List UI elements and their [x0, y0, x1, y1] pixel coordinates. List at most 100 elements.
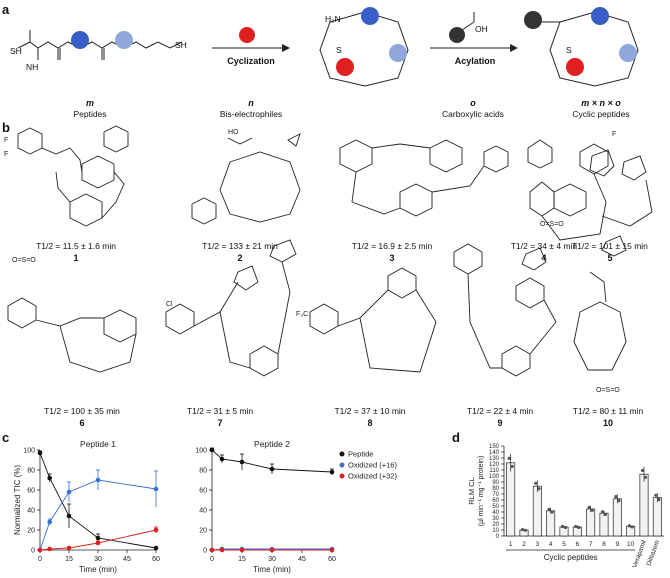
bar	[506, 462, 516, 537]
data-point	[47, 475, 52, 481]
atom-label: F	[4, 137, 8, 144]
data-point	[269, 466, 275, 472]
y-tick-label: 40	[492, 510, 499, 516]
y-tick-label: 10	[492, 528, 499, 534]
data-point	[329, 469, 335, 475]
data-point	[219, 456, 225, 462]
data-point	[239, 547, 245, 553]
compound-number: 8	[367, 418, 373, 428]
compound-number: 4	[541, 253, 547, 263]
replicate-point	[614, 494, 618, 499]
step-name: Bis-electrophiles	[219, 109, 283, 119]
replicate-point	[603, 512, 608, 516]
bar	[599, 512, 609, 537]
y-tick-label: 100	[195, 448, 207, 455]
y-tick-label: 80	[199, 468, 207, 475]
chart-title: Peptide 2	[254, 439, 290, 449]
legend-marker	[339, 462, 345, 468]
arrow-label-cyclization: Cyclization	[227, 56, 275, 66]
replicate-point	[547, 507, 551, 511]
x-tick-label: 60	[152, 556, 160, 563]
x-tick-label: 0	[210, 556, 214, 563]
half-life-label: T1/2 = 16.9 ± 2.5 min	[351, 241, 433, 251]
compound-number: 10	[602, 418, 613, 428]
bar	[546, 510, 556, 537]
atom-label: H₂N	[325, 14, 341, 24]
bar	[586, 508, 596, 537]
x-axis-label: Time (min)	[79, 565, 117, 574]
y-tick-label: 70	[492, 492, 499, 498]
replicate-point	[563, 525, 568, 530]
data-point	[153, 527, 159, 533]
legend-marker	[339, 473, 345, 479]
x-tick-label: Diltiazem	[645, 539, 661, 567]
y-tick-label: 80	[27, 468, 35, 475]
replicate-point	[550, 510, 554, 514]
replicate-point	[560, 524, 565, 529]
replicate-point	[574, 524, 578, 529]
replicate-point	[654, 493, 658, 497]
half-life-label: T1/2 = 11.5 ± 1.6 min	[36, 241, 116, 251]
atom-label: Cl	[166, 301, 173, 308]
x-tick-label: 0	[38, 556, 42, 563]
bar	[572, 526, 582, 537]
atom-label: O=S=O	[540, 221, 564, 228]
replicate-point	[523, 528, 528, 532]
x-axis-label: Time (min)	[253, 565, 291, 574]
data-point	[219, 547, 225, 553]
data-point	[209, 547, 215, 553]
x-tick-label: 6	[576, 541, 580, 548]
atom-label: O=S=O	[596, 387, 620, 394]
panel-label-d: d	[452, 430, 460, 445]
replicate-point	[630, 525, 634, 529]
y-tick-label: 0	[31, 548, 35, 555]
replicate-point	[507, 456, 511, 461]
y-tick-label: 120	[489, 462, 500, 468]
half-life-label: T1/2 = 80 ± 11 min	[572, 406, 644, 416]
y-tick-label: 50	[492, 504, 499, 510]
replicate-point	[510, 464, 514, 469]
y-tick-label: 30	[492, 516, 499, 522]
y-tick-label: 60	[199, 488, 207, 495]
x-tick-label: 9	[616, 541, 620, 548]
atom-label: O=S=O	[12, 257, 36, 264]
legend-label: Oxidized (+32)	[348, 472, 397, 481]
x-tick-label: 3	[536, 541, 540, 548]
x-tick-label: 4	[549, 541, 553, 548]
replicate-point	[657, 497, 661, 502]
x-tick-label: 60	[328, 556, 336, 563]
half-life-label: T1/2 = 34 ± 4 min	[510, 241, 578, 251]
y-axis-label: RLM CL	[467, 477, 476, 505]
y-tick-label: 100	[23, 448, 35, 455]
replicate-point	[587, 505, 591, 509]
cyclic-peptide-structures: FF HO F Cl F₃C O=S=O O=S=O O=S=O	[4, 125, 653, 394]
half-life-label: T1/2 = 101 ± 15 min	[572, 241, 648, 251]
x-tick-label: 30	[94, 556, 102, 563]
half-life-label: T1/2 = 22 ± 4 min	[466, 406, 534, 416]
step-letter-mno: m × n × o	[581, 98, 621, 108]
data-point	[47, 519, 52, 525]
data-point	[209, 447, 215, 453]
y-tick-label: 60	[492, 498, 499, 504]
replicate-point	[534, 481, 538, 485]
half-life-label: T1/2 = 133 ± 21 min	[202, 241, 278, 251]
step-name: Cyclic peptides	[572, 109, 630, 119]
y-tick-label: 20	[27, 528, 35, 535]
atom-label: F	[612, 131, 616, 138]
y-tick-label: 0	[203, 548, 207, 555]
legend-label: Peptide	[348, 450, 373, 459]
step-letter-n: n	[248, 98, 254, 108]
x-tick-label: 15	[65, 556, 73, 563]
arrow-label-acylation: Acylation	[454, 56, 496, 66]
data-point	[66, 545, 72, 551]
atom-label: SH	[175, 40, 187, 50]
legend-label: Oxidized (+16)	[348, 461, 397, 470]
data-point	[37, 547, 43, 553]
panel-label-c: c	[2, 430, 10, 445]
replicate-point	[577, 525, 581, 530]
atom-label: S	[336, 45, 342, 55]
compound-number: 3	[389, 253, 395, 263]
panel-label-b: b	[2, 120, 10, 135]
atom-label: OH	[475, 24, 488, 34]
